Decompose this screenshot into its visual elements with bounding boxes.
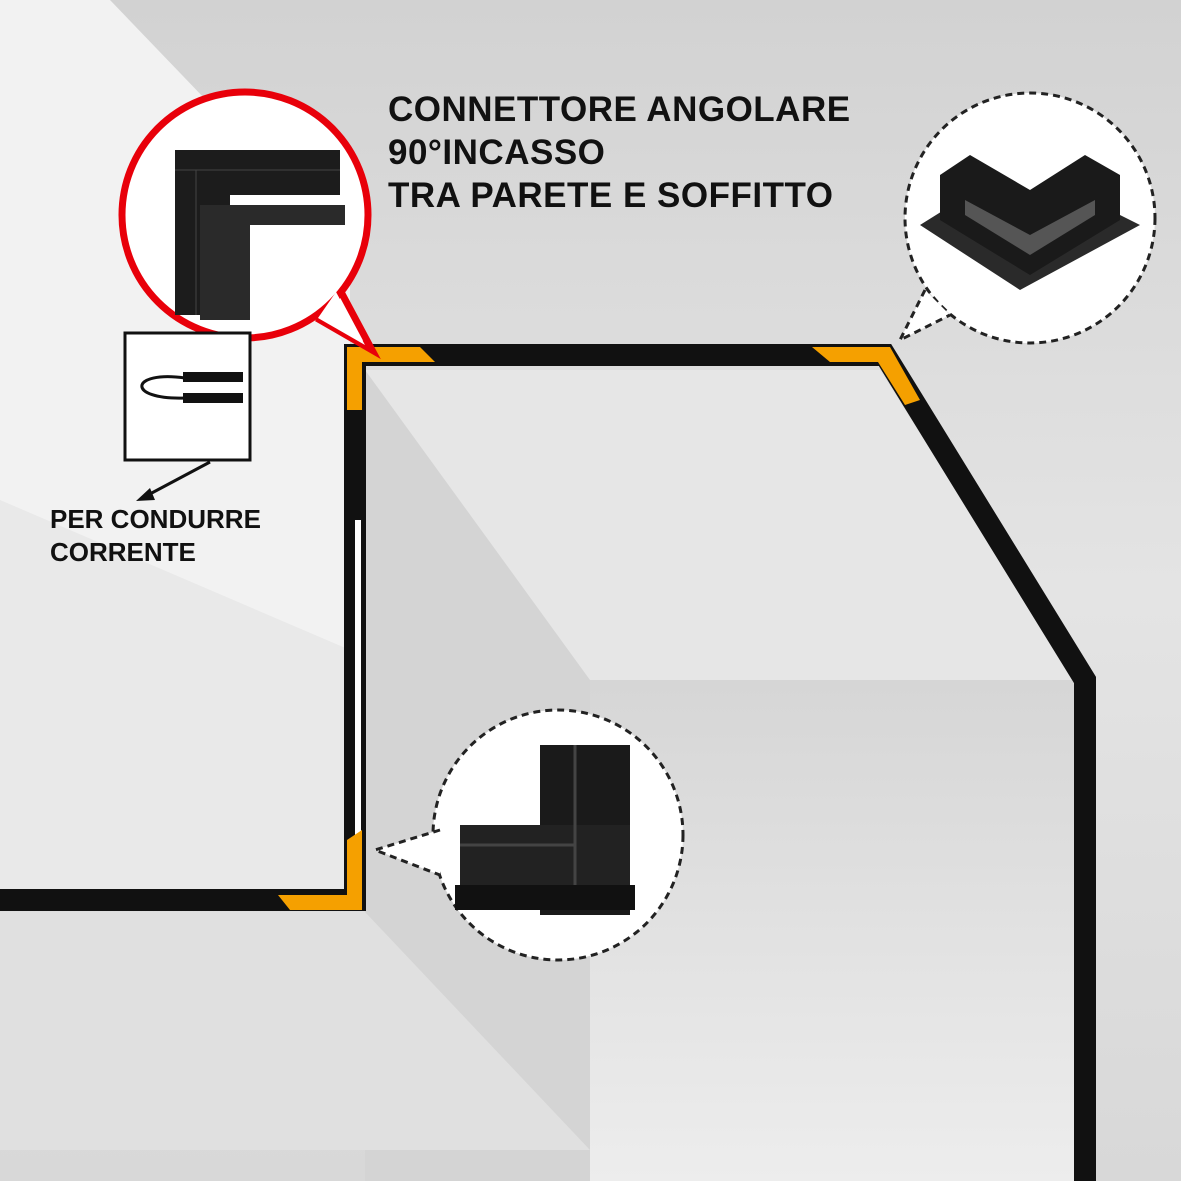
dashed-callout-ceiling [896,91,1157,345]
power-note: PER CONDURRE CORRENTE [50,503,261,569]
ceiling-plane [360,370,1075,680]
dashed-callout-wall [370,708,685,962]
lower-wall [0,912,590,1150]
corner-connector-top-left [347,347,435,410]
power-cable-box [123,331,252,462]
l-connector-image [175,150,345,320]
connector-plug-icon [183,393,243,403]
corner-connector-bottom [278,830,362,910]
title-line-1: CONNETTORE ANGOLARE [388,90,851,129]
back-wall [590,680,1080,1181]
note-line-1: PER CONDURRE [50,504,261,534]
left-wall-shade [0,500,350,900]
title-line-2: 90°INCASSO [388,133,606,172]
note-line-2: CORRENTE [50,537,196,567]
connector-plug-icon [183,372,243,382]
corner-connector-top-right [812,347,920,405]
product-title: CONNETTORE ANGOLARE 90°INCASSO TRA PARET… [388,88,851,217]
ceiling-corner-connector-image [920,155,1140,290]
arrow-icon [136,460,211,501]
title-line-3: TRA PARETE E SOFFITTO [388,176,834,215]
wall-corner-connector-image [455,745,635,915]
red-callout [118,88,381,360]
